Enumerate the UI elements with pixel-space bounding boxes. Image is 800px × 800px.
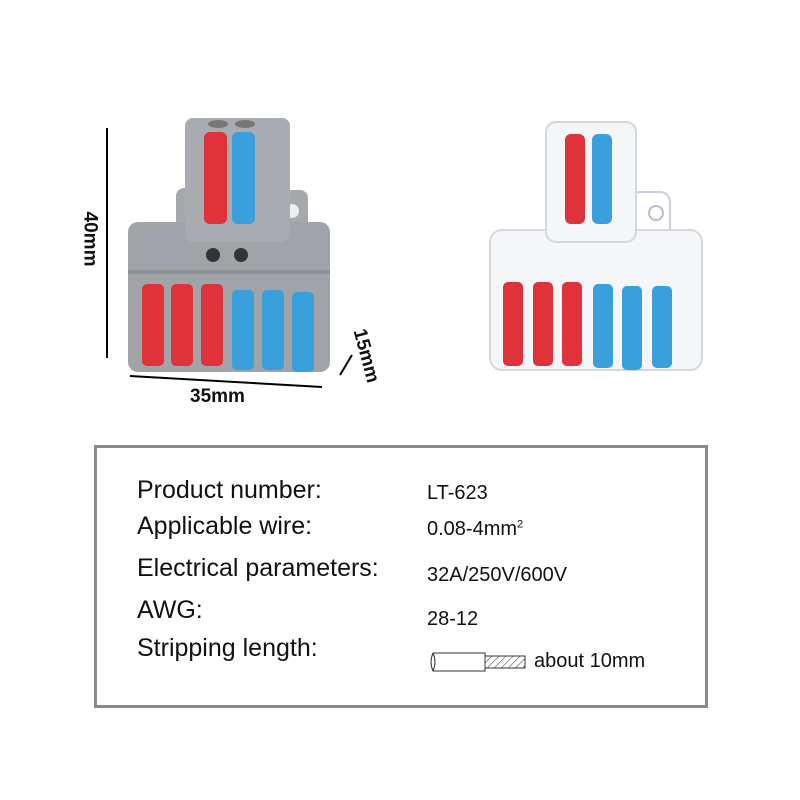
stripped-wire-icon (430, 652, 526, 672)
gray-connector-image (128, 118, 330, 372)
spec-value-product-number: LT-623 (427, 482, 488, 504)
spec-label-product-number: Product number: (137, 476, 322, 504)
spec-label-awg: AWG: (137, 596, 203, 624)
dimension-lines (106, 128, 353, 388)
spec-value-stripping: about 10mm (534, 650, 646, 672)
spec-value-electrical: 32A/250V/600V (427, 564, 568, 586)
spec-label-applicable-wire: Applicable wire: (137, 512, 313, 540)
spec-value-applicable-wire: 0.08-4mm2 (427, 518, 523, 541)
spec-label-electrical: Electrical parameters: (137, 554, 379, 582)
wire-size-exponent: 2 (517, 518, 524, 531)
wire-size: 0.08-4mm (427, 518, 518, 540)
spec-value-awg: 28-12 (427, 608, 479, 630)
transparent-connector-image (489, 121, 703, 371)
width-dimension: 35mm (190, 386, 245, 407)
specs-panel: Product number: LT-623 Applicable wire: … (94, 445, 708, 708)
spec-label-stripping: Stripping length: (137, 634, 318, 662)
